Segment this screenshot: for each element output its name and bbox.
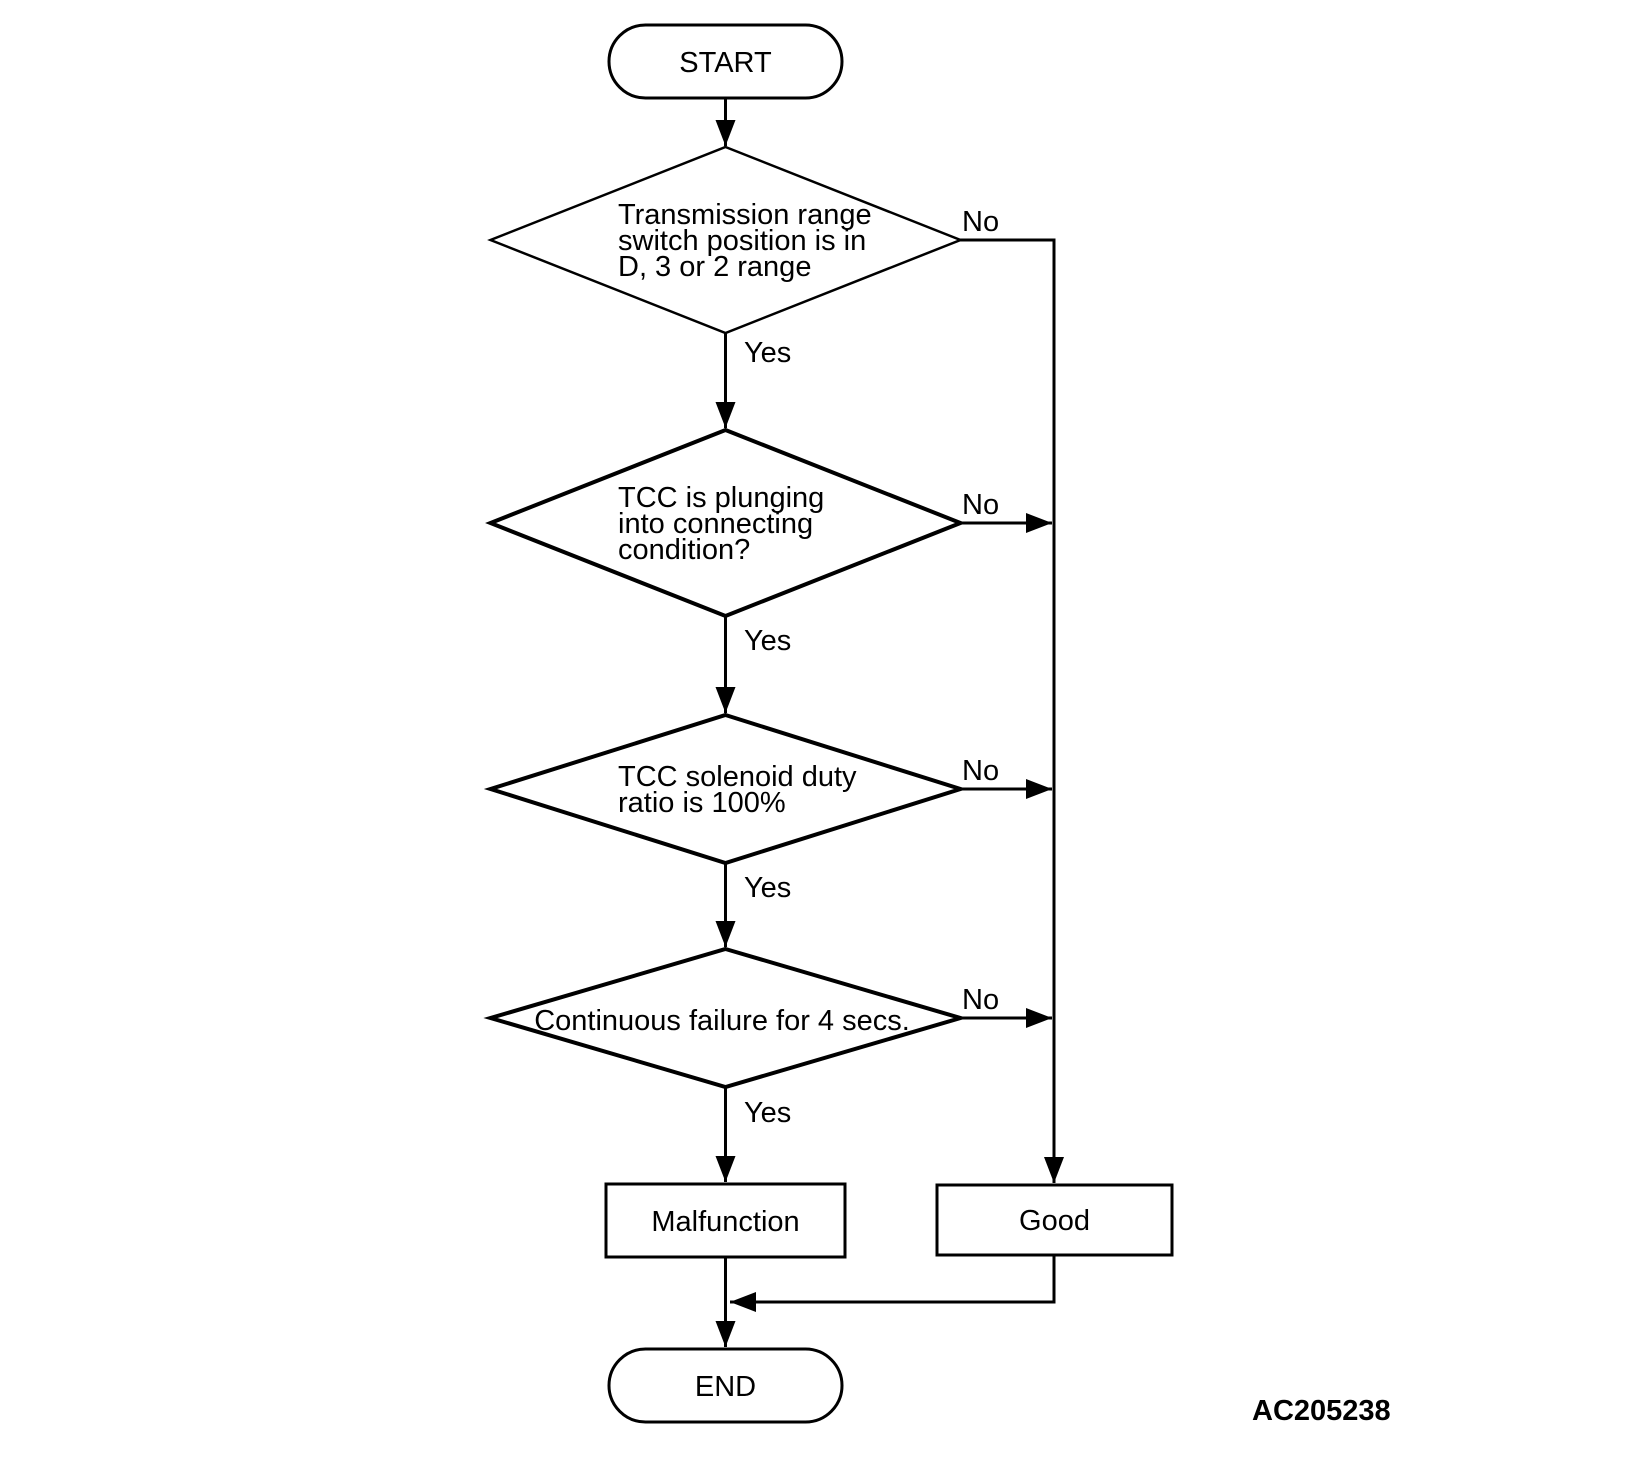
decision-3-text-line1: TCC solenoid duty (618, 761, 857, 793)
malfunction-label: Malfunction (651, 1206, 799, 1238)
decision-1-text-line3: D, 3 or 2 range (618, 251, 811, 283)
yes-label-2: Yes (744, 625, 791, 657)
decision-1-text-line2: switch position is in (618, 225, 866, 257)
malfunction-node: Malfunction (604, 1182, 847, 1259)
decision-2-tcc-plunging: TCC is plunging into connecting conditio… (485, 427, 966, 619)
no-label-3: No (962, 755, 999, 787)
good-box (935, 1183, 1174, 1257)
good-label: Good (1019, 1205, 1090, 1237)
decision-2-text-line3: condition? (618, 534, 750, 566)
decision-1-text-line1: Transmission range (618, 199, 872, 231)
decision-3-text-line2: ratio is 100% (618, 787, 786, 819)
decision-1-transmission-range: Transmission range switch position is in… (487, 145, 964, 335)
no-label-2: No (962, 489, 999, 521)
yes-label-3: Yes (744, 872, 791, 904)
decision-2-text-line1: TCC is plunging (618, 482, 824, 514)
decision-2-text-line2: into connecting (618, 508, 813, 540)
end-node: END (607, 1347, 844, 1424)
decision-1-diamond (487, 145, 964, 335)
edge-good-to-merge (730, 1255, 1056, 1312)
decision-4-diamond (483, 946, 968, 1090)
decision-2-diamond (485, 427, 966, 619)
edge-decision1-no-rail-to-good (960, 238, 1064, 1183)
start-node: START (607, 23, 844, 100)
good-node: Good (935, 1183, 1174, 1257)
end-capsule (607, 1347, 844, 1424)
malfunction-box (604, 1182, 847, 1259)
yes-label-1: Yes (744, 337, 791, 369)
decision-4-text-line1: Continuous failure for 4 secs. (534, 1005, 910, 1037)
decision-4-continuous-failure: Continuous failure for 4 secs. (483, 946, 968, 1090)
decision-3-solenoid-duty: TCC solenoid duty ratio is 100% (483, 712, 968, 866)
no-label-4: No (962, 984, 999, 1016)
figure-id-label: AC205238 (1252, 1395, 1391, 1427)
end-label: END (695, 1371, 756, 1403)
start-label: START (679, 47, 772, 79)
start-capsule (607, 23, 844, 100)
yes-label-4: Yes (744, 1097, 791, 1129)
no-label-1: No (962, 206, 999, 238)
decision-3-diamond (483, 712, 968, 866)
